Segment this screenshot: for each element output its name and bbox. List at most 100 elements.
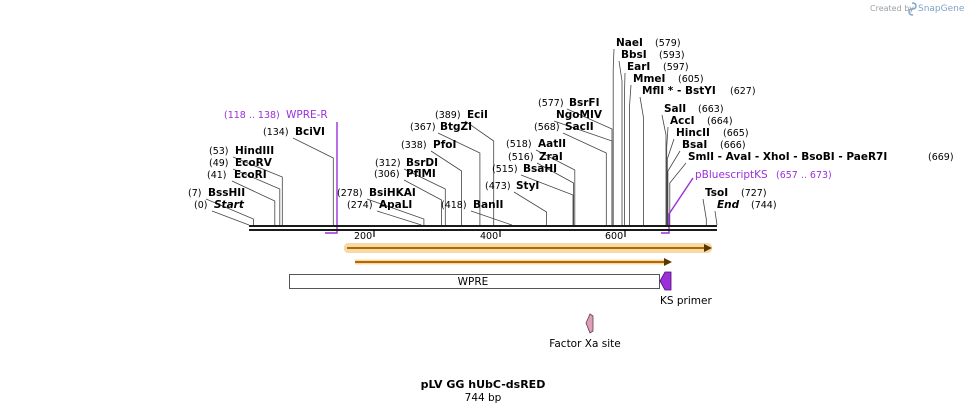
- primer-markers: [325, 122, 694, 234]
- site-leader-10: [430, 150, 463, 225]
- site-leader-6: [376, 210, 422, 226]
- site-name-label[interactable]: BanII: [473, 199, 503, 211]
- feature-ks-primer[interactable]: KS primer: [659, 271, 712, 307]
- site-name-label[interactable]: PfoI: [433, 139, 456, 151]
- site-position-label: (0): [194, 200, 207, 211]
- site-position-label: (627): [730, 86, 756, 97]
- site-leader-15: [520, 174, 574, 225]
- site-name-label[interactable]: Start: [214, 199, 245, 211]
- site-name-label[interactable]: AatII: [538, 138, 566, 150]
- site-position-label: (665): [723, 128, 749, 139]
- site-name-label[interactable]: MmeI: [633, 73, 665, 85]
- site-position-label: (669): [928, 152, 954, 163]
- site-leader-19: [553, 120, 613, 225]
- site-position-label: (666): [720, 140, 746, 151]
- site-name-label[interactable]: EarI: [627, 61, 650, 73]
- site-position-label: (516): [508, 152, 534, 163]
- site-leader-3: [232, 168, 281, 225]
- site-name-label[interactable]: SmlI - AvaI - XhoI - BsoBI - PaeR7I: [688, 151, 887, 163]
- site-name-label[interactable]: NaeI: [616, 37, 643, 49]
- site-name-label[interactable]: NgoMIV: [556, 109, 603, 121]
- site-position-label: (473): [485, 181, 511, 192]
- site-leader-24: [629, 84, 632, 225]
- site-name-label[interactable]: BssHII: [208, 187, 245, 199]
- feature-factor-xa-label: Factor Xa site: [549, 338, 620, 350]
- site-name-label[interactable]: BciVI: [295, 126, 325, 138]
- site-name-label[interactable]: BsrDI: [406, 157, 438, 169]
- site-position-label: (274): [347, 200, 373, 211]
- site-position-label: (518): [506, 139, 532, 150]
- primer-marker-1[interactable]: [661, 177, 694, 234]
- site-name-label[interactable]: SalI: [664, 103, 686, 115]
- site-name-label[interactable]: SacII: [565, 121, 594, 133]
- site-position-label: (306): [374, 169, 400, 180]
- site-name-label[interactable]: TsoI: [705, 187, 728, 199]
- primer-marker-0[interactable]: [325, 122, 338, 234]
- primer-name-label[interactable]: pBluescriptKS: [695, 169, 768, 181]
- site-position-label: (663): [698, 104, 724, 115]
- site-name-label[interactable]: BtgZI: [440, 121, 472, 133]
- site-name-label[interactable]: BsaI: [682, 139, 707, 151]
- site-position-label: (664): [707, 116, 733, 127]
- feature-wpre-label: WPRE: [458, 276, 489, 288]
- site-leader-29: [667, 150, 681, 225]
- site-name-label[interactable]: EcoRI: [234, 169, 267, 181]
- site-leader-7: [366, 198, 425, 225]
- site-leader-14: [513, 191, 547, 225]
- site-name-label[interactable]: BsaHI: [523, 163, 557, 175]
- site-leader-17: [535, 149, 576, 225]
- site-leader-11: [437, 132, 481, 225]
- site-position-label: (744): [751, 200, 777, 211]
- orf-arrow-2[interactable]: [355, 258, 672, 266]
- site-leader-12: [464, 120, 495, 225]
- primer-labels: WPRE-R (118 .. 138) pBluescriptKS (657 .. 6…: [224, 109, 832, 181]
- site-position-label: (727): [741, 188, 767, 199]
- site-name-label[interactable]: StyI: [516, 180, 539, 192]
- feature-wpre[interactable]: WPRE: [289, 274, 660, 289]
- site-position-label: (41): [207, 170, 227, 181]
- site-position-label: (605): [678, 74, 704, 85]
- site-name-label[interactable]: BsrFI: [569, 97, 600, 109]
- feature-factor-xa-site[interactable]: Factor Xa site: [549, 313, 621, 350]
- site-name-label[interactable]: BbsI: [621, 49, 647, 61]
- feature-ks-primer-label: KS primer: [660, 295, 712, 307]
- primer-position-label: (657 .. 673): [776, 170, 832, 181]
- map-length: 744 bp: [465, 392, 502, 404]
- site-leader-30: [669, 162, 687, 225]
- site-leader-31: [702, 198, 707, 225]
- primer-name-label[interactable]: WPRE-R: [286, 109, 328, 121]
- site-name-label[interactable]: HincII: [676, 127, 710, 139]
- site-leader-9: [403, 168, 446, 225]
- primer-position-label: (118 .. 138): [224, 110, 280, 121]
- site-position-label: (312): [375, 158, 401, 169]
- restriction-site-labels: Start(0)BssHII(7)EcoRI(41)EcoRV(49)HindI…: [188, 37, 954, 211]
- site-leader-8: [403, 179, 442, 225]
- ruler-label-600: 600: [605, 231, 623, 242]
- site-name-label[interactable]: End: [717, 199, 740, 211]
- site-leader-13: [470, 210, 513, 226]
- site-name-label[interactable]: AccI: [670, 115, 694, 127]
- credit-text: Created by: [870, 4, 914, 13]
- site-leader-4: [232, 156, 283, 225]
- site-leader-25: [639, 96, 644, 225]
- site-leader-2: [231, 180, 276, 225]
- site-name-label[interactable]: EciI: [467, 109, 488, 121]
- site-name-label[interactable]: ZraI: [539, 151, 563, 163]
- brand-text: SnapGene: [918, 4, 965, 14]
- site-name-label[interactable]: PflMI: [406, 168, 436, 180]
- orf-arrow-1[interactable]: [344, 243, 712, 253]
- site-name-label[interactable]: EcoRV: [235, 157, 273, 169]
- site-position-label: (597): [663, 62, 689, 73]
- site-leader-5: [292, 137, 334, 225]
- site-position-label: (49): [209, 158, 229, 169]
- site-name-label[interactable]: BsiHKAI: [369, 187, 416, 199]
- site-leader-20: [566, 108, 613, 225]
- site-leader-22: [618, 60, 623, 225]
- site-leader-21: [612, 48, 615, 225]
- site-leader-27: [666, 126, 669, 225]
- site-leader-26: [661, 114, 667, 225]
- site-name-label[interactable]: MflI * - BstYI: [642, 85, 716, 97]
- site-name-label[interactable]: HindIII: [235, 145, 274, 157]
- site-name-label[interactable]: ApaLI: [379, 199, 412, 211]
